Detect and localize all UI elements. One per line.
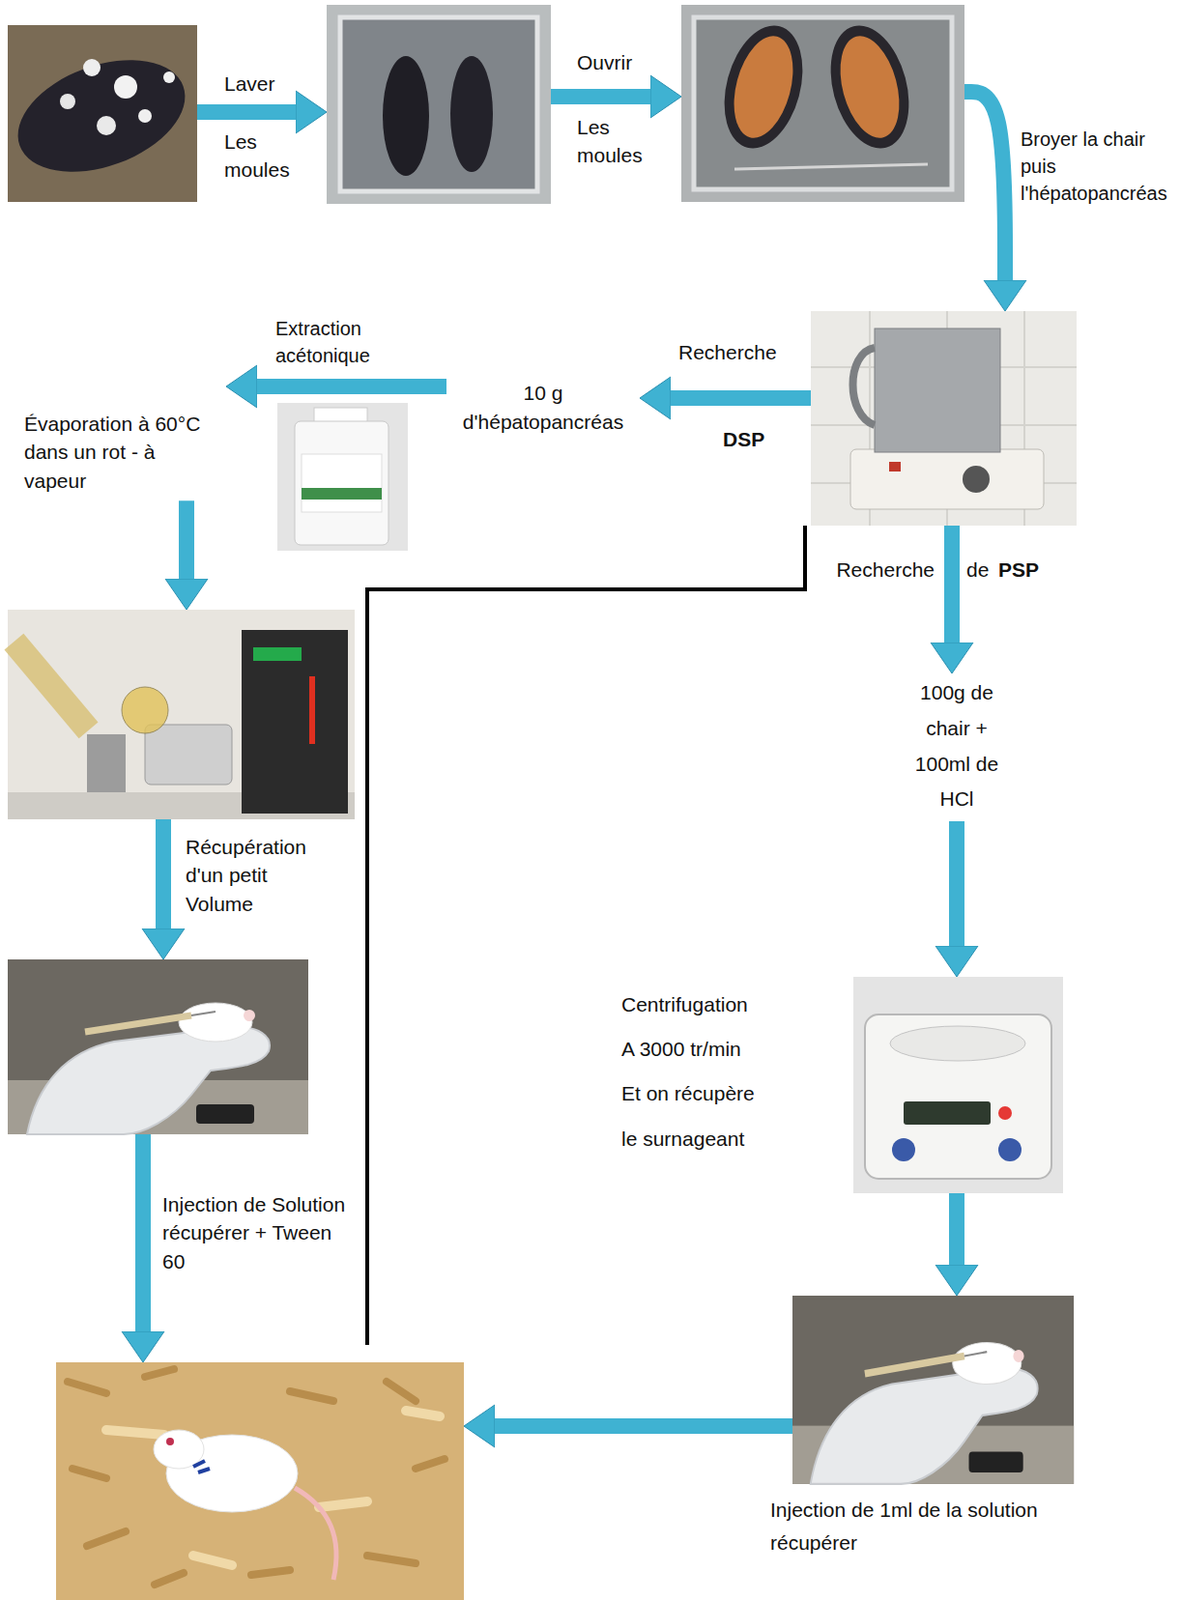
injection-box: Injection de 1ml de la solution récupére… bbox=[792, 1295, 1074, 1485]
arrow-side-label: Les moules bbox=[224, 127, 302, 185]
edge-label-holder: Ouvrir bbox=[576, 48, 655, 77]
flow-arrow bbox=[135, 1134, 151, 1332]
step-caption: Injection de 1ml de la solution récupére… bbox=[770, 1494, 1090, 1559]
mouse-cage-photo bbox=[56, 1362, 464, 1600]
flow-arrow bbox=[944, 525, 960, 643]
rotary-evaporator-photo bbox=[3, 609, 355, 820]
edge-label-holder: Recherche bbox=[678, 338, 800, 367]
arrow-label: Recherche bbox=[823, 555, 935, 584]
flow-arrow bbox=[949, 1193, 965, 1266]
edge-label-holder: Recherche bbox=[823, 555, 935, 584]
centrifuge-box: Centrifugation A 3000 tr/min Et on récup… bbox=[853, 977, 1064, 1194]
injection-photo bbox=[792, 1295, 1074, 1485]
flow-arrow bbox=[964, 91, 1006, 281]
flow-arrow bbox=[550, 88, 651, 105]
arrow-side-label: Les moules bbox=[576, 113, 655, 171]
flow-arrow bbox=[257, 378, 447, 395]
arrow-label: Extraction acétonique bbox=[275, 315, 402, 370]
acetone-bottle-photo bbox=[277, 402, 408, 551]
arrow-side-label: de bbox=[966, 555, 996, 584]
arrow-label: Injection de Solution récupérer + Tween … bbox=[162, 1190, 356, 1276]
arrow-label: Recherche bbox=[678, 338, 800, 367]
step-text: Évaporation à 60°C dans un rot - à vapeu… bbox=[18, 367, 227, 501]
flow-arrow bbox=[197, 104, 296, 120]
step-text: 100g de chair + 100ml de HCl bbox=[903, 673, 1010, 822]
label-holder: PSP bbox=[998, 555, 1066, 584]
step-label: 100g de chair + 100ml de HCl bbox=[907, 675, 1007, 818]
mussel-photo bbox=[2, 25, 202, 202]
label-holder: de bbox=[966, 555, 996, 584]
step-text: 10 g d'hépatopancréas bbox=[446, 373, 640, 444]
arrow-label: Ouvrir bbox=[576, 48, 655, 77]
arrow-label: Laver bbox=[224, 69, 292, 98]
arrow-label: Broyer la chair puis l'hépatopancréas bbox=[1020, 125, 1171, 207]
flow-arrow bbox=[670, 390, 811, 406]
blender-box bbox=[810, 311, 1077, 526]
injection-photo bbox=[7, 959, 309, 1135]
flow-arrow bbox=[178, 500, 195, 579]
flow-arrow bbox=[494, 1418, 793, 1435]
tray-photo bbox=[326, 4, 551, 204]
step-label: 10 g d'hépatopancréas bbox=[454, 378, 633, 438]
arrow-label: Récupération d'un petit Volume bbox=[185, 833, 341, 919]
label-holder: Les moules bbox=[224, 127, 302, 185]
connector-group bbox=[143, 91, 1006, 1427]
step-caption: Centrifugation A 3000 tr/min Et on récup… bbox=[621, 982, 757, 1162]
tray-photo-box bbox=[326, 4, 551, 204]
centrifuge-photo bbox=[853, 977, 1064, 1194]
edge-label-holder: Récupération d'un petit Volume bbox=[185, 833, 341, 919]
arrow-side-label: PSP bbox=[998, 555, 1066, 584]
edge-label-holder: Injection de Solution récupérer + Tween … bbox=[162, 1190, 356, 1276]
edge-label-holder: Extraction acétonique bbox=[275, 315, 402, 370]
separator-line bbox=[367, 525, 806, 1346]
opened-mussels-box bbox=[681, 4, 965, 202]
edge-label-holder: Laver bbox=[224, 69, 292, 98]
arrow-side-label: DSP bbox=[722, 425, 791, 454]
step-label: Évaporation à 60°C dans un rot - à vapeu… bbox=[24, 409, 221, 495]
caption-holder: Centrifugation A 3000 tr/min Et on récup… bbox=[621, 982, 757, 1162]
flow-arrow bbox=[155, 819, 172, 929]
blender-photo bbox=[810, 311, 1077, 526]
label-holder: Les moules bbox=[576, 113, 655, 171]
flow-arrow bbox=[949, 821, 965, 947]
label-holder: DSP bbox=[722, 425, 791, 454]
injection-box bbox=[7, 959, 309, 1135]
mussel-photo-box bbox=[7, 25, 198, 202]
mouse-cage-box bbox=[56, 1362, 464, 1600]
edge-label-holder: Broyer la chair puis l'hépatopancréas bbox=[1020, 125, 1171, 207]
rotavap-box bbox=[7, 609, 355, 820]
caption-holder: Injection de 1ml de la solution récupére… bbox=[770, 1494, 1090, 1559]
opened-mussels-photo bbox=[681, 4, 965, 202]
